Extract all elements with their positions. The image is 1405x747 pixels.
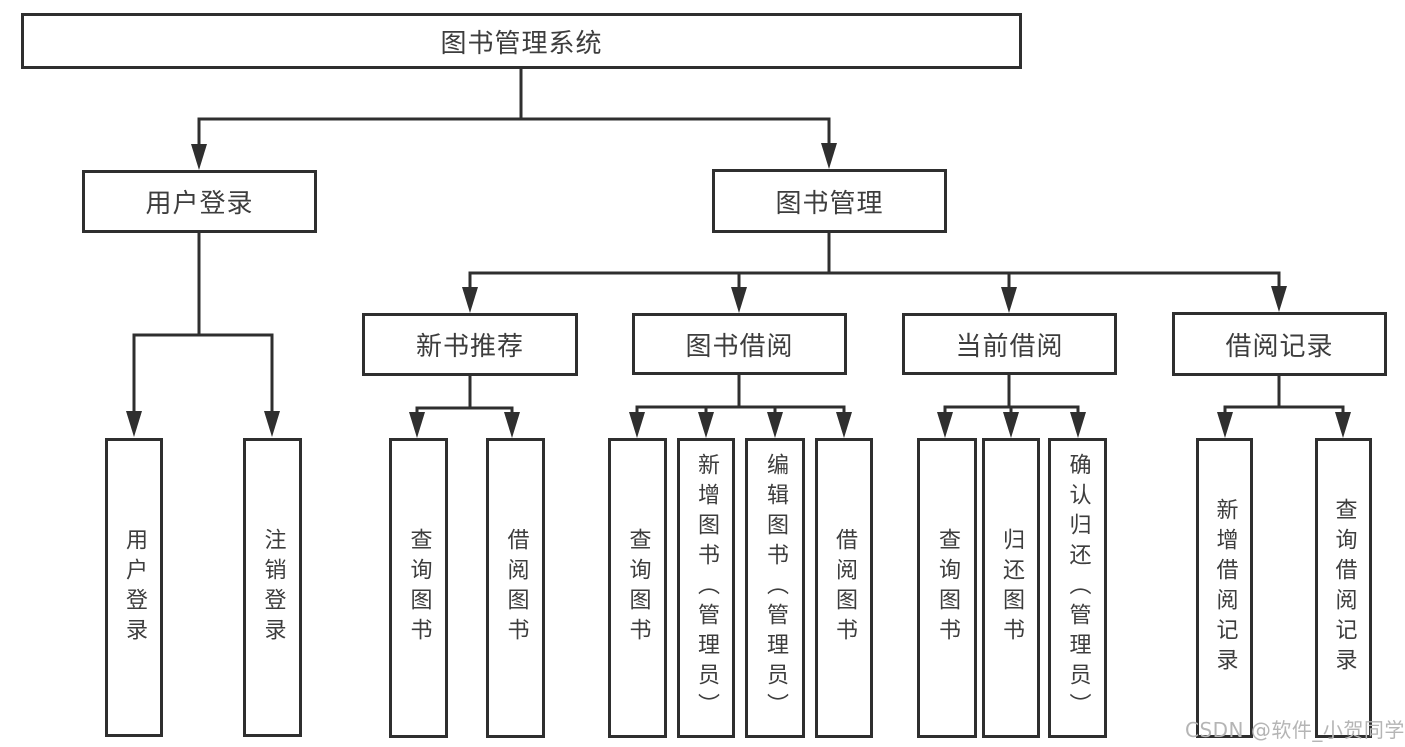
node-new-book-recommend: 新书推荐 <box>362 313 578 376</box>
leaf-query-books-recommend-label: 查询图书 <box>406 528 432 648</box>
leaf-user-login: 用户登录 <box>105 438 163 737</box>
leaf-query-books-recommend: 查询图书 <box>389 438 448 738</box>
leaf-borrow-books-recommend-label: 借阅图书 <box>503 528 529 648</box>
leaf-add-borrow-record-label: 新增借阅记录 <box>1212 498 1238 678</box>
leaf-query-books-current: 查询图书 <box>917 438 977 738</box>
node-book-borrow: 图书借阅 <box>632 313 847 375</box>
leaf-query-books-current-label: 查询图书 <box>935 528 960 648</box>
node-user-login: 用户登录 <box>82 170 317 233</box>
leaf-user-login-label: 用户登录 <box>122 527 147 648</box>
leaf-query-books-borrow: 查询图书 <box>608 438 667 738</box>
node-library-system: 图书管理系统 <box>21 13 1022 69</box>
leaf-add-books-admin: 新增图书（管理员） <box>677 438 735 738</box>
leaf-edit-books-admin: 编辑图书（管理员） <box>745 438 805 738</box>
leaf-return-books: 归还图书 <box>982 438 1040 738</box>
leaf-query-borrow-record-label: 查询借阅记录 <box>1331 498 1357 678</box>
leaf-query-books-borrow-label: 查询图书 <box>625 528 651 648</box>
leaf-confirm-return-admin: 确认归还（管理员） <box>1048 438 1107 738</box>
leaf-logout: 注销登录 <box>243 438 302 737</box>
node-borrow-records: 借阅记录 <box>1172 312 1387 376</box>
leaf-return-books-label: 归还图书 <box>999 528 1024 648</box>
leaf-borrow-books-recommend: 借阅图书 <box>486 438 545 738</box>
leaf-add-books-admin-label: 新增图书（管理员） <box>694 453 719 723</box>
node-current-borrow: 当前借阅 <box>902 313 1117 375</box>
leaf-logout-label: 注销登录 <box>260 527 286 648</box>
leaf-edit-books-admin-label: 编辑图书（管理员） <box>763 453 788 723</box>
leaf-borrow-books: 借阅图书 <box>815 438 873 738</box>
leaf-borrow-books-label: 借阅图书 <box>832 528 857 648</box>
watermark: CSDN @软件_小贺同学 <box>1185 718 1405 742</box>
leaf-query-borrow-record: 查询借阅记录 <box>1315 438 1372 738</box>
leaf-confirm-return-admin-label: 确认归还（管理员） <box>1065 453 1091 723</box>
leaf-add-borrow-record: 新增借阅记录 <box>1196 438 1253 738</box>
node-book-management: 图书管理 <box>712 169 947 233</box>
